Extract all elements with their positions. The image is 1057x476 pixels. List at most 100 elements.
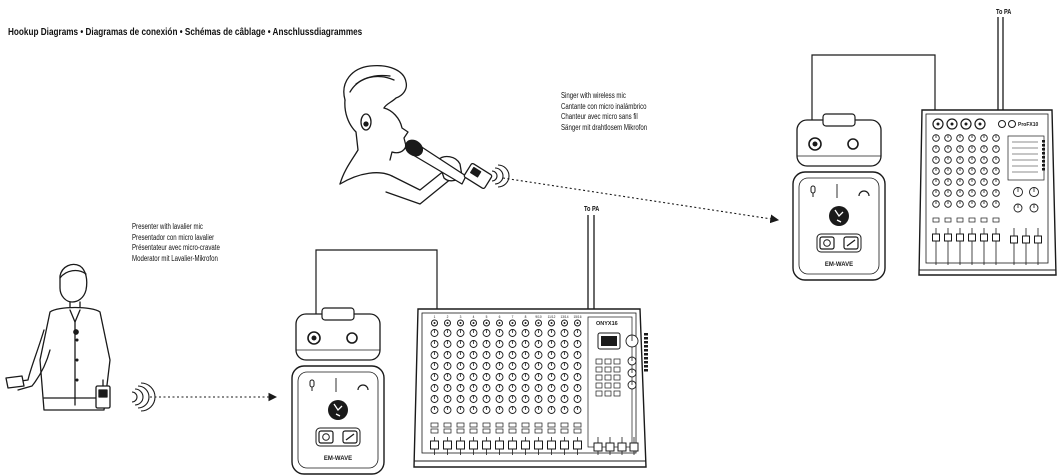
meter-segment bbox=[644, 333, 648, 336]
channel-number-label: 7 bbox=[512, 315, 514, 319]
channel-fader-cap bbox=[496, 441, 504, 449]
channel-input-jack-core bbox=[447, 322, 449, 324]
master-button bbox=[614, 367, 620, 372]
channel-mute-button bbox=[548, 423, 555, 427]
channel-input-jack-core bbox=[538, 322, 540, 324]
receiver-jack-right bbox=[347, 333, 357, 343]
channel-fader-cap bbox=[483, 441, 491, 449]
channel-mute-button bbox=[522, 423, 529, 427]
channel-solo-button bbox=[509, 429, 516, 433]
meter-segment bbox=[644, 341, 648, 344]
mixer-brand-label: ONYX16 bbox=[596, 321, 618, 327]
channel-fader-cap bbox=[509, 441, 517, 449]
channel-input-jack-core bbox=[512, 322, 514, 324]
master-fader-cap bbox=[606, 443, 614, 451]
master-button bbox=[596, 359, 602, 364]
channel-solo-button bbox=[457, 429, 464, 433]
channel-fader-cap bbox=[444, 441, 452, 449]
master-button bbox=[605, 383, 611, 388]
channel-fader-cap bbox=[981, 234, 988, 241]
channel-fader-cap bbox=[574, 441, 582, 449]
channel-mute-button bbox=[496, 423, 503, 427]
channel-input-jack-core bbox=[486, 322, 488, 324]
channel-solo-button bbox=[444, 429, 451, 433]
channel-number-label: 11/12 bbox=[548, 315, 556, 319]
receiver-right: EM-WAVE bbox=[793, 114, 885, 280]
channel-fader-cap bbox=[993, 234, 1000, 241]
master-button bbox=[605, 359, 611, 364]
channel-fader-cap bbox=[957, 234, 964, 241]
master-button bbox=[596, 383, 602, 388]
singer-figure bbox=[340, 66, 492, 204]
master-fader-cap bbox=[594, 443, 602, 451]
master-button bbox=[596, 375, 602, 380]
channel-input-jack-core bbox=[577, 322, 579, 324]
channel-number-label: 15/16 bbox=[574, 315, 582, 319]
master-button bbox=[614, 391, 620, 396]
channel-number-label: 1 bbox=[434, 315, 436, 319]
channel-button bbox=[981, 218, 987, 222]
meter-segment bbox=[644, 337, 648, 340]
meter-segment bbox=[644, 357, 648, 360]
master-button bbox=[614, 359, 620, 364]
channel-solo-button bbox=[561, 429, 568, 433]
master-fader-cap bbox=[1011, 236, 1018, 243]
to-pa-lines-center bbox=[588, 215, 594, 310]
channel-mute-button bbox=[574, 423, 581, 427]
wireless-waves-icon-singer bbox=[492, 165, 509, 187]
receiver-model-label: EM-WAVE bbox=[825, 262, 853, 268]
master-fader-cap bbox=[1023, 236, 1030, 243]
channel-mute-button bbox=[457, 423, 464, 427]
meter-segment bbox=[644, 345, 648, 348]
meter-segment bbox=[1042, 152, 1045, 155]
presenter-figure bbox=[6, 264, 110, 410]
channel-number-label: 3 bbox=[460, 315, 462, 319]
line-input-jack bbox=[999, 121, 1006, 128]
mixer-profx10: ProFX10 bbox=[919, 110, 1056, 275]
meter-segment bbox=[644, 353, 648, 356]
meter-segment bbox=[1042, 140, 1045, 143]
channel-solo-button bbox=[535, 429, 542, 433]
channel-mute-button bbox=[444, 423, 451, 427]
to-pa-lines-right bbox=[998, 17, 1003, 112]
meter-segment bbox=[1042, 156, 1045, 159]
channel-mute-button bbox=[561, 423, 568, 427]
master-button bbox=[596, 391, 602, 396]
channel-fader-cap bbox=[548, 441, 556, 449]
channel-input-jack-core bbox=[460, 322, 462, 324]
xlr-input-core bbox=[951, 123, 954, 126]
meter-segment bbox=[1042, 148, 1045, 151]
meter-segment bbox=[1042, 164, 1045, 167]
receiver-model-label: EM-WAVE bbox=[324, 456, 352, 462]
channel-fader-cap bbox=[933, 234, 940, 241]
channel-button bbox=[945, 218, 951, 222]
channel-mute-button bbox=[535, 423, 542, 427]
channel-number-label: 8 bbox=[525, 315, 527, 319]
channel-number-label: 6 bbox=[499, 315, 501, 319]
channel-mute-button bbox=[483, 423, 490, 427]
channel-button bbox=[957, 218, 963, 222]
channel-number-label: 2 bbox=[447, 315, 449, 319]
line-input-jack bbox=[1009, 121, 1016, 128]
master-fader-cap bbox=[618, 443, 626, 451]
master-button bbox=[614, 383, 620, 388]
master-button bbox=[605, 375, 611, 380]
channel-fader-cap bbox=[457, 441, 465, 449]
xlr-input-core bbox=[937, 123, 940, 126]
channel-fader-cap bbox=[561, 441, 569, 449]
channel-input-jack-core bbox=[551, 322, 553, 324]
channel-number-label: 13/14 bbox=[561, 315, 569, 319]
channel-input-jack-core bbox=[473, 322, 475, 324]
wireless-signal-singer bbox=[503, 178, 778, 220]
channel-fader-cap bbox=[522, 441, 530, 449]
channel-mute-button bbox=[509, 423, 516, 427]
power-button bbox=[820, 237, 834, 249]
receiver-center: EM-WAVE bbox=[292, 308, 384, 474]
channel-fader-cap bbox=[969, 234, 976, 241]
master-button bbox=[605, 367, 611, 372]
channel-input-jack-core bbox=[525, 322, 527, 324]
receiver-jack-left-core bbox=[813, 142, 818, 147]
channel-solo-button bbox=[470, 429, 477, 433]
master-button bbox=[614, 375, 620, 380]
channel-mute-button bbox=[470, 423, 477, 427]
